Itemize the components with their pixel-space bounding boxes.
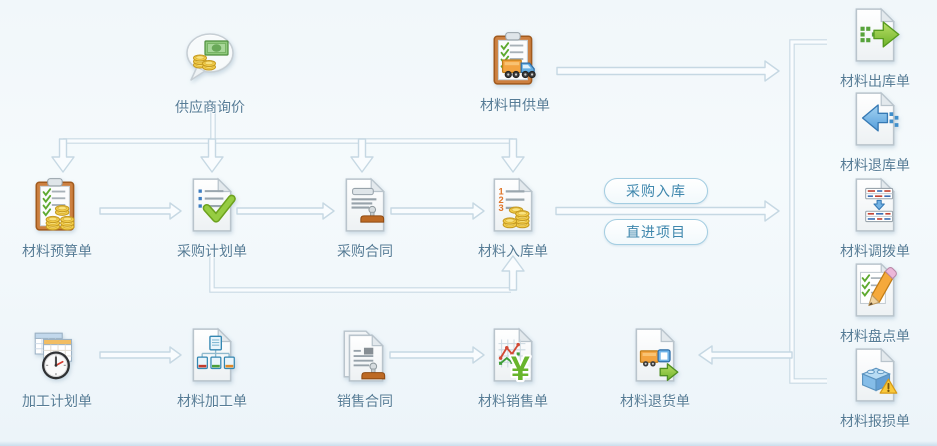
tag-label: 直进项目 [626, 224, 686, 240]
connector-plan-to-inbound-loop [209, 256, 511, 293]
document-brick-warning-icon [848, 346, 902, 404]
node-material-budget[interactable]: 材料预算单 [7, 176, 107, 261]
svg-text:3: 3 [499, 203, 504, 213]
node-label: 材料退库单 [840, 157, 910, 173]
node-material-sales[interactable]: ¥ 材料销售单 [463, 326, 563, 411]
bottom-edge-strip [0, 441, 937, 446]
clipboard-truck-icon [488, 30, 542, 88]
node-label: 供应商询价 [175, 99, 245, 115]
node-label: 加工计划单 [22, 393, 92, 409]
node-label: 材料调拨单 [840, 243, 910, 259]
document-blue-arrow-in-icon [848, 90, 902, 148]
node-processing-plan[interactable]: 加工计划单 [7, 326, 107, 411]
document-chart-yuan-icon: ¥ [486, 326, 540, 390]
node-purchase-contract[interactable]: 采购合同 [315, 176, 415, 261]
node-material-stocktake[interactable]: 材料盘点单 [825, 261, 925, 346]
node-sales-contract[interactable]: 销售合同 [315, 326, 415, 411]
node-material-damage[interactable]: 材料报损单 [825, 346, 925, 431]
connector-supplier-distribution [63, 112, 513, 144]
arrow-down-to-purchase-contract [350, 138, 374, 173]
node-label: 材料出库单 [840, 73, 910, 89]
node-material-return-goods[interactable]: 材料退货单 [605, 326, 705, 411]
arrow-collector-to-material-return [698, 345, 793, 365]
tables-clock-icon [30, 326, 84, 384]
document-stamp-icon [338, 176, 392, 234]
arrow-loop-up-to-inbound [501, 255, 525, 291]
speech-bubble-money-icon [178, 26, 242, 90]
document-checklist-pencil-icon [848, 261, 902, 319]
documents-stamp-icon [338, 326, 392, 384]
tag-direct-project[interactable]: 直进项目 [604, 219, 708, 245]
arrow-down-to-material-inbound [501, 138, 525, 173]
arrow-inbound-to-collector [555, 200, 780, 222]
node-material-owner-supply[interactable]: 材料甲供单 [465, 30, 565, 115]
node-supplier-inquiry[interactable]: 供应商询价 [160, 26, 260, 117]
svg-text:¥: ¥ [511, 350, 530, 384]
arrow-owner-supply-to-collector [556, 60, 780, 82]
tag-purchase-inbound[interactable]: 采购入库 [604, 178, 708, 204]
connector-right-collector-bracket [789, 39, 827, 384]
node-label: 材料退货单 [620, 393, 690, 409]
svg-text:1: 1 [499, 187, 504, 197]
arrow-down-to-purchase-plan [200, 138, 224, 173]
node-material-outbound[interactable]: 材料出库单 [825, 6, 925, 91]
document-green-arrow-out-icon [848, 6, 902, 64]
svg-text:2: 2 [499, 195, 504, 205]
node-label: 材料盘点单 [840, 328, 910, 344]
node-label: 材料入库单 [478, 243, 548, 259]
arrow-down-to-material-budget [51, 138, 75, 173]
node-purchase-plan[interactable]: 采购计划单 [162, 176, 262, 261]
node-label: 材料销售单 [478, 393, 548, 409]
tag-label: 采购入库 [626, 183, 686, 199]
node-label: 材料加工单 [177, 393, 247, 409]
document-truck-arrow-icon [628, 326, 682, 384]
node-label: 材料报损单 [840, 413, 910, 429]
clipboard-coins-icon [30, 176, 84, 234]
document-tree-icon [185, 326, 239, 384]
node-label: 销售合同 [337, 393, 393, 409]
node-material-transfer[interactable]: 材料调拨单 [825, 176, 925, 261]
document-transfer-tables-icon [848, 176, 902, 234]
node-label: 材料甲供单 [480, 97, 550, 113]
document-checkmark-icon [185, 176, 239, 234]
node-material-processing[interactable]: 材料加工单 [162, 326, 262, 411]
node-label: 采购合同 [337, 243, 393, 259]
node-label: 材料预算单 [22, 243, 92, 259]
node-material-return-store[interactable]: 材料退库单 [825, 90, 925, 175]
node-label: 采购计划单 [177, 243, 247, 259]
